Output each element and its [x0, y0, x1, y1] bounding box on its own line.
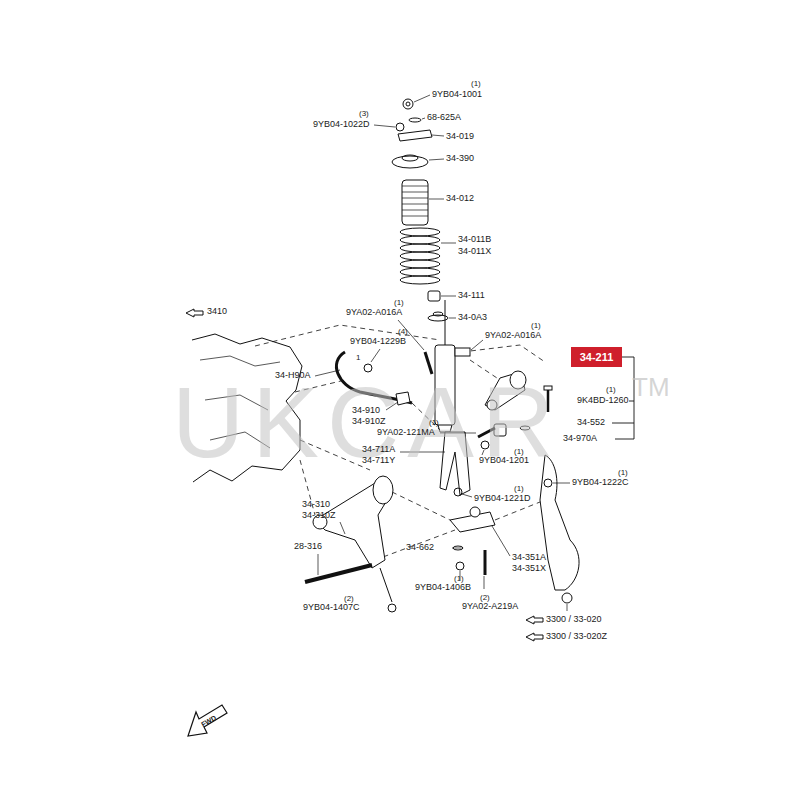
callout-number: (1): [618, 467, 628, 478]
callout-number: (1): [471, 78, 481, 89]
part-number: 9YB04-1407C: [303, 602, 360, 613]
part-number: 9K4BD-1260: [577, 395, 629, 406]
part-number: 34-351A: [512, 552, 546, 563]
part-number: 34-H90A: [275, 370, 311, 381]
part-number: 9YA02-A219A: [462, 601, 518, 612]
part-number: 9YB04-1406B: [415, 582, 471, 593]
part-number: 34-310: [302, 499, 330, 510]
trademark: TM: [632, 374, 670, 400]
part-number: 9YB04-1201: [479, 455, 529, 466]
part-number: 9YB04-1221D: [474, 493, 531, 504]
part-number: 34-711Y: [362, 455, 395, 466]
part-number: 34-351X: [512, 563, 546, 574]
part-number: 34-662: [406, 542, 434, 553]
callout-number: (4): [398, 326, 408, 337]
callout-number: (1): [429, 417, 439, 428]
callout-number: (3): [359, 108, 369, 119]
part-number: 34-390: [446, 153, 474, 164]
part-number: 34-011B: [458, 234, 491, 245]
part-number: 34-711A: [362, 444, 395, 455]
callout-number: 1: [356, 352, 360, 363]
part-number: 9YB04-1222C: [572, 477, 629, 488]
part-number: 34-111: [458, 290, 485, 301]
callout-number: (1): [606, 384, 616, 395]
callout-number: (1): [531, 320, 541, 331]
part-number: 34-552: [577, 417, 605, 428]
part-number: 9YA02-A016A: [346, 307, 402, 318]
part-number: 3410: [207, 306, 227, 317]
group-number: 34-211: [580, 351, 614, 364]
part-number: 9YB04-1229B: [350, 336, 406, 347]
part-number: 9YA02-A016A: [485, 330, 541, 341]
part-number: 9YB04-1022D: [313, 119, 370, 130]
part-number: 34-910Z: [352, 416, 386, 427]
part-number: 3300 / 33-020Z: [546, 631, 607, 642]
part-number: 9YB04-1001: [432, 89, 482, 100]
callout-number: (1): [394, 297, 404, 308]
part-number: 34-019: [446, 131, 474, 142]
part-number: 34-970A: [563, 433, 597, 444]
part-number: 3300 / 33-020: [546, 614, 602, 625]
part-number: 34-0A3: [458, 312, 487, 323]
part-number: 68-625A: [427, 112, 461, 123]
part-number: 9YA02-121MA: [377, 427, 435, 438]
part-number: 34-012: [446, 193, 474, 204]
callout-number: (1): [514, 483, 524, 494]
part-number: 28-316: [294, 541, 322, 552]
part-number: 34-310Z: [302, 510, 336, 521]
part-number: 34-011X: [458, 246, 491, 257]
part-group-box: 34-211: [571, 347, 622, 367]
part-number: 34-910: [352, 405, 380, 416]
